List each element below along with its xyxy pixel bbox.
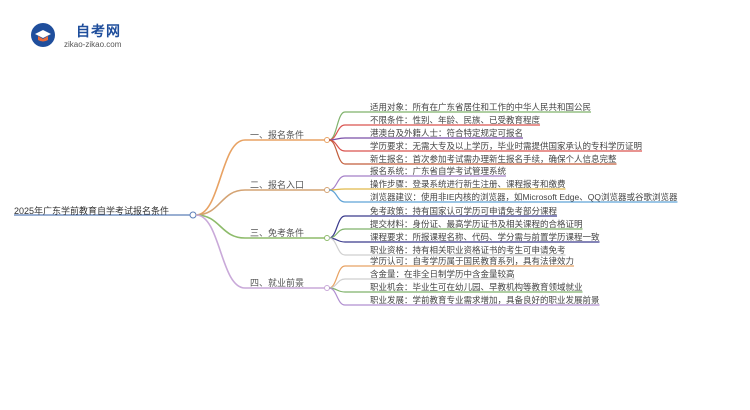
leaf-item: 报名系统：广东省自学考试管理系统 <box>370 166 507 176</box>
leaf-item: 学历要求：无需大专及以上学历，毕业时需提供国家承认的专科学历证明 <box>370 141 643 151</box>
leaf-connector <box>328 175 346 191</box>
logo: 自考网 zikao-zikao.com <box>30 18 140 52</box>
leaf-item: 职业发展：学前教育专业需求增加，具备良好的职业发展前景 <box>370 295 600 305</box>
leaf-item: 提交材料：身份证、最高学历证书及相关课程的合格证明 <box>370 219 583 229</box>
leaf-item: 职业机会：毕业生可在幼儿园、早教机构等教育领域就业 <box>370 282 583 292</box>
logo-subtitle: zikao-zikao.com <box>64 40 122 49</box>
leaf-item: 不限条件：性别、年龄、民族、已受教育程度 <box>370 115 541 125</box>
leaf-item: 学历认可：自考学历属于国民教育系列，具有法律效力 <box>370 256 575 266</box>
leaf-item: 浏览器建议：使用非IE内核的浏览器，如Microsoft Edge、QQ浏览器或… <box>370 192 678 202</box>
branch-connector <box>195 189 246 216</box>
graduation-cap-icon <box>31 23 55 47</box>
leaf-item: 操作步骤：登录系统进行新生注册、课程报考和缴费 <box>370 179 566 189</box>
branch-connector-dot <box>324 137 330 143</box>
root-connector-dot <box>189 211 197 219</box>
branch-label: 三、免考条件 <box>250 228 305 238</box>
root-node: 2025年广东学前教育自学考试报名条件 <box>14 206 170 216</box>
branch-connector <box>195 214 246 239</box>
branch-connector-dot <box>324 285 330 291</box>
leaf-connector <box>328 237 346 256</box>
leaf-connector <box>328 265 346 289</box>
leaf-item: 港澳台及外籍人士：符合特定规定可报名 <box>370 128 524 138</box>
branch-connector <box>195 214 246 289</box>
leaf-item: 免考政策：持有国家认可学历可申请免考部分课程 <box>370 206 558 216</box>
branch-connector-dot <box>324 187 330 193</box>
leaf-connector <box>328 189 346 203</box>
leaf-item: 新生报名：首次参加考试需办理新生报名手续，确保个人信息完整 <box>370 154 617 164</box>
leaf-item: 课程要求：所报课程名称、代码、学分需与前置学历课程一致 <box>370 232 600 242</box>
branch-label: 四、就业前景 <box>250 278 305 288</box>
leaf-connector <box>328 287 346 306</box>
leaf-item: 含金量：在非全日制学历中含金量较高 <box>370 269 515 279</box>
leaf-item: 职业资格：持有相关职业资格证书的考生可申请免考 <box>370 245 566 255</box>
branch-label: 一、报名条件 <box>250 130 305 140</box>
branch-label: 二、报名入口 <box>250 180 305 190</box>
leaf-connector <box>328 215 346 239</box>
leaf-connector <box>328 139 346 165</box>
branch-connector <box>195 139 246 216</box>
branch-connector-dot <box>324 235 330 241</box>
leaf-item: 适用对象：所有在广东省居住和工作的中华人民共和国公民 <box>370 102 592 112</box>
logo-title: 自考网 <box>76 23 121 39</box>
